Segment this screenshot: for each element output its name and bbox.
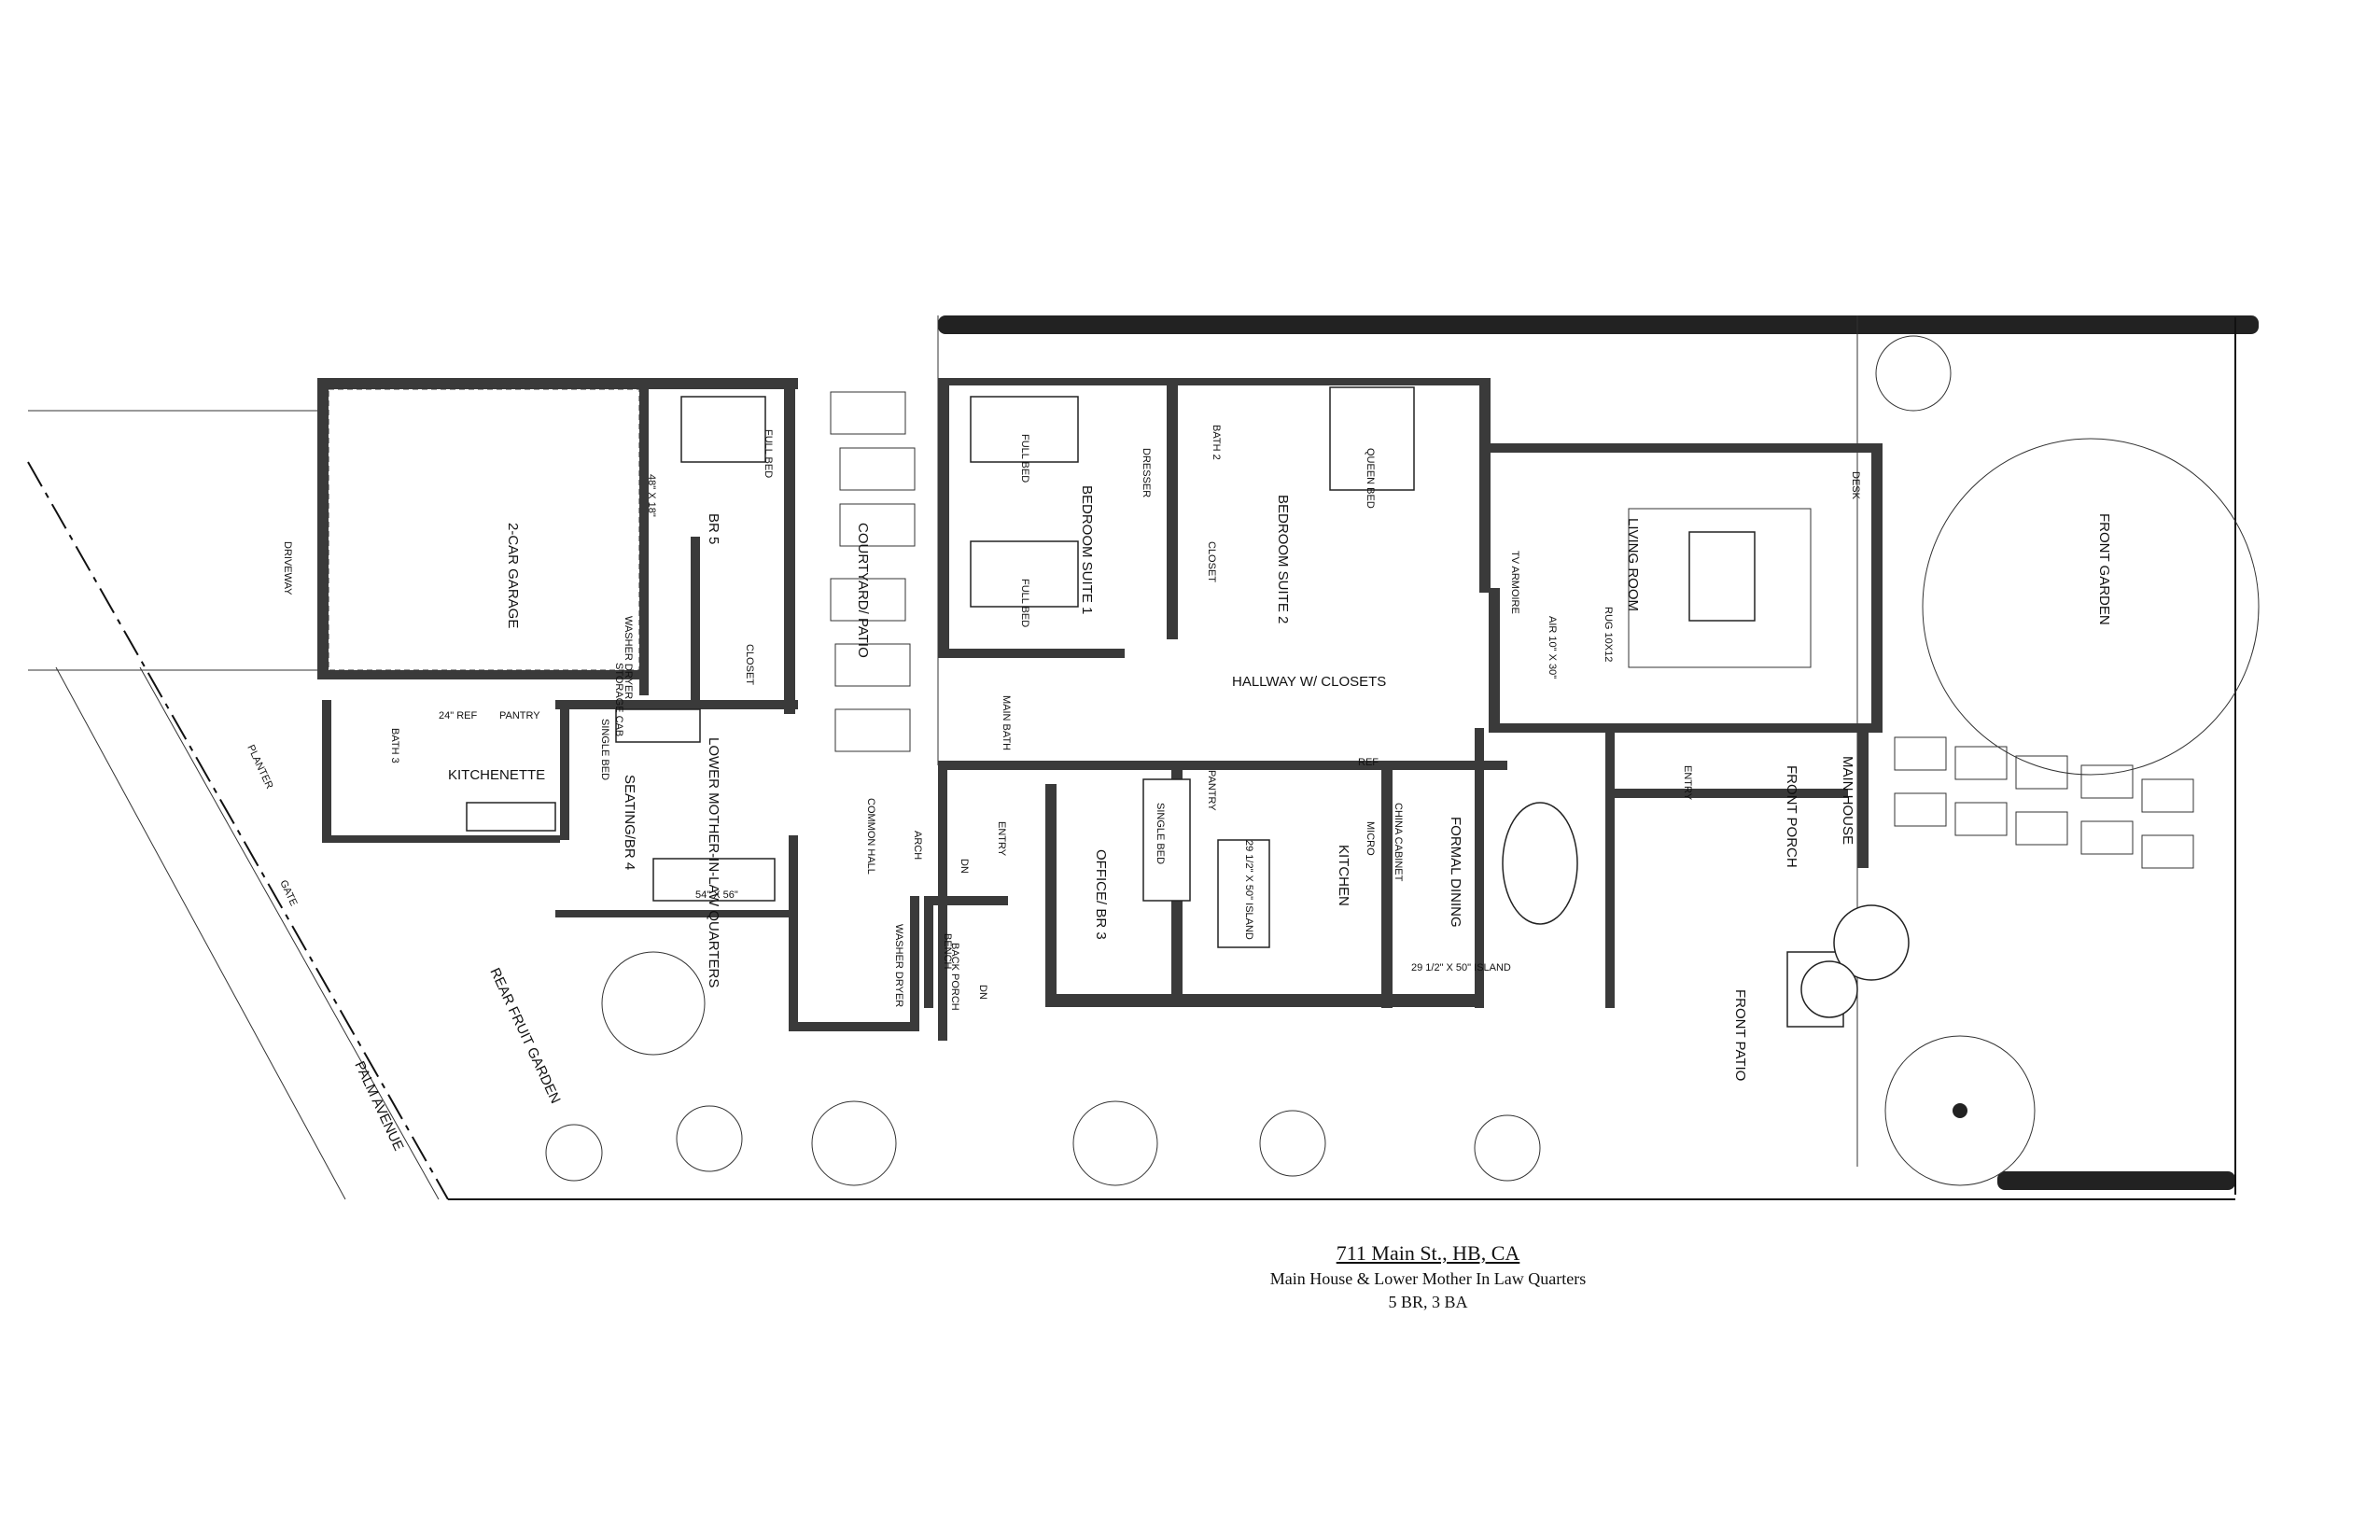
bath3-label: BATH 3	[389, 728, 400, 763]
dresser-label: DRESSER	[1141, 448, 1152, 497]
island1-label: 29 1/2" X 50" ISLAND	[1243, 840, 1254, 940]
driveway-label: DRIVEWAY	[282, 541, 293, 595]
single-bed-label-1: SINGLE BED	[1155, 803, 1166, 864]
rug1-label: RUG 10X12	[1603, 607, 1614, 662]
shelving-label: 48" X 18"	[646, 474, 657, 517]
trees	[545, 335, 2036, 1186]
front-walkway	[1894, 736, 2194, 869]
arch-label: ARCH	[912, 831, 923, 860]
front-garden-label: FRONT GARDEN	[2096, 513, 2112, 625]
formal-dining-label: FORMAL DINING	[1448, 817, 1463, 928]
full-bed-label-2: FULL BED	[1019, 579, 1030, 627]
entry-side-label: ENTRY	[996, 821, 1007, 857]
living-room-label: LIVING ROOM	[1625, 518, 1641, 611]
ref-label: REF	[1358, 757, 1379, 768]
tv-armoire-label: TV ARMOIRE	[1509, 551, 1520, 614]
washer-dryer2-label: WASHER DRYER	[893, 924, 904, 1007]
island2-label: 29 1/2" X 50" ISLAND	[1411, 962, 1511, 973]
table-size-label: 54" X 56"	[695, 889, 738, 901]
pantry-main-label: PANTRY	[1206, 770, 1217, 811]
kitchen-label: KITCHEN	[1336, 845, 1351, 906]
full-bed-label-3: FULL BED	[763, 429, 774, 478]
furniture	[466, 386, 1910, 1028]
main-bath-label: MAIN BATH	[1001, 695, 1012, 750]
bench-label: BENCH	[942, 933, 953, 970]
full-bed-label-1: FULL BED	[1019, 434, 1030, 483]
seating-br4-label: SEATING/BR 4	[622, 775, 637, 870]
pantry-lower-label: PANTRY	[499, 710, 540, 721]
single-bed-label-2: SINGLE BED	[599, 719, 610, 780]
planter-label: PLANTER	[245, 743, 274, 791]
back-porch-label: BACK PORCH	[949, 943, 960, 1011]
common-hall-label: COMMON HALL	[865, 798, 876, 875]
hallway-label: HALLWAY W/ CLOSETS	[1232, 674, 1386, 690]
queen-bed-label: QUEEN BED	[1365, 448, 1376, 509]
micro-label: MICRO	[1365, 821, 1376, 856]
stair-walls	[789, 835, 1008, 1031]
description-subtitle: Main House & Lower Mother In Law Quarter…	[1269, 1269, 1587, 1288]
rear-fruit-garden-label: REAR FRUIT GARDEN	[486, 966, 563, 1106]
ref-lower-label: 24" REF	[439, 710, 477, 721]
courtyard-pavers	[830, 391, 916, 752]
address-title: 711 Main St., HB, CA	[1336, 1241, 1520, 1265]
bath2-label: BATH 2	[1211, 425, 1222, 460]
summary-subtitle: 5 BR, 3 BA	[1388, 1293, 1468, 1311]
suite-closet-label: CLOSET	[1206, 541, 1217, 582]
rug2-label: AIR 10" X 30"	[1547, 616, 1558, 679]
entry-main-label: ENTRY	[1682, 765, 1693, 801]
garage-walls	[317, 378, 798, 917]
front-garden-circle	[1922, 438, 2260, 776]
bedroom-suite1-label: BEDROOM SUITE 1	[1079, 485, 1095, 614]
br5-closet-label: CLOSET	[744, 644, 755, 685]
courtyard-label: COURTYARD/ PATIO	[855, 523, 871, 658]
storage-label: STORAGE CAB	[613, 663, 624, 736]
bedroom-suite2-label: BEDROOM SUITE 2	[1275, 495, 1291, 623]
site-lines	[27, 315, 2236, 1200]
garage-floor	[328, 388, 640, 671]
china-cabinet-label: CHINA CABINET	[1393, 803, 1404, 882]
palm-avenue-label: PALM AVENUE	[351, 1059, 406, 1154]
br5-label: BR 5	[706, 513, 721, 544]
garage-label: 2-CAR GARAGE	[505, 523, 521, 628]
washer-dryer-label: WASHER DRYER	[623, 616, 634, 699]
hedge-top	[938, 315, 2259, 334]
desk-label: DESK	[1850, 471, 1861, 500]
kitchenette-label: KITCHENETTE	[448, 767, 545, 783]
front-porch-label: FRONT PORCH	[1784, 765, 1799, 868]
main-house-label: MAIN HOUSE	[1840, 756, 1855, 845]
dn2-label: DN	[977, 985, 988, 1000]
lower-quarters-label: LOWER MOTHER-IN-LAW QUARTERS	[706, 737, 721, 987]
hedge-right	[1997, 1171, 2235, 1190]
dn-label: DN	[959, 859, 970, 874]
title-block: 711 Main St., HB, CA Main House & Lower …	[1139, 1241, 1717, 1312]
office-br3-label: OFFICE/ BR 3	[1093, 849, 1109, 940]
front-patio-label: FRONT PATIO	[1732, 989, 1748, 1081]
gate-label: GATE	[277, 878, 299, 907]
